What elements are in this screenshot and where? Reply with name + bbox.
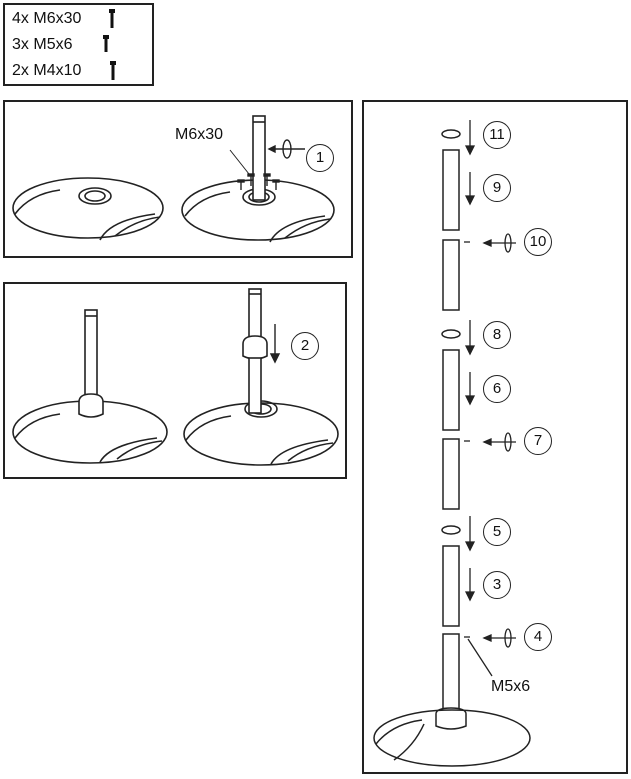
screw-icon (110, 61, 116, 80)
step-number: 3 (483, 571, 511, 599)
part-row-2: 3x M5x6 (12, 36, 73, 53)
screw-callout: M6x30 (175, 126, 224, 143)
screw-callout: M5x6 (491, 678, 531, 695)
base-illustration (12, 115, 335, 243)
part-row-3: 2x M4x10 (12, 62, 82, 79)
step-number: 4 (524, 623, 552, 651)
pole-insert-illustration (12, 288, 339, 466)
step-number: 2 (291, 332, 319, 360)
panel-step-1: M6x30 1 (3, 100, 353, 258)
step-number: 10 (524, 228, 552, 256)
step-number: 7 (524, 427, 552, 455)
pole-assembly-illustration (373, 120, 531, 767)
step-number: 11 (483, 121, 511, 149)
parts-list: 4x M6x30 3x M5x6 2x M4x10 (3, 3, 154, 86)
down-arrow-icon (269, 324, 281, 364)
step-number: 6 (483, 375, 511, 403)
step-number: 1 (306, 144, 334, 172)
part-row-1: 4x M6x30 (12, 10, 82, 27)
screw-icon (109, 9, 115, 28)
panel-step-2: 2 (3, 282, 347, 479)
rotate-arrow-icon (267, 139, 305, 159)
screw-icon (103, 35, 109, 52)
step-number: 8 (483, 321, 511, 349)
panel-steps-3-11: 11 9 10 8 6 7 5 3 4 M5x6 (362, 100, 628, 774)
down-arrow-icon (464, 120, 476, 602)
step-number: 9 (483, 174, 511, 202)
rotate-arrow-icon (464, 233, 516, 677)
step-number: 5 (483, 518, 511, 546)
